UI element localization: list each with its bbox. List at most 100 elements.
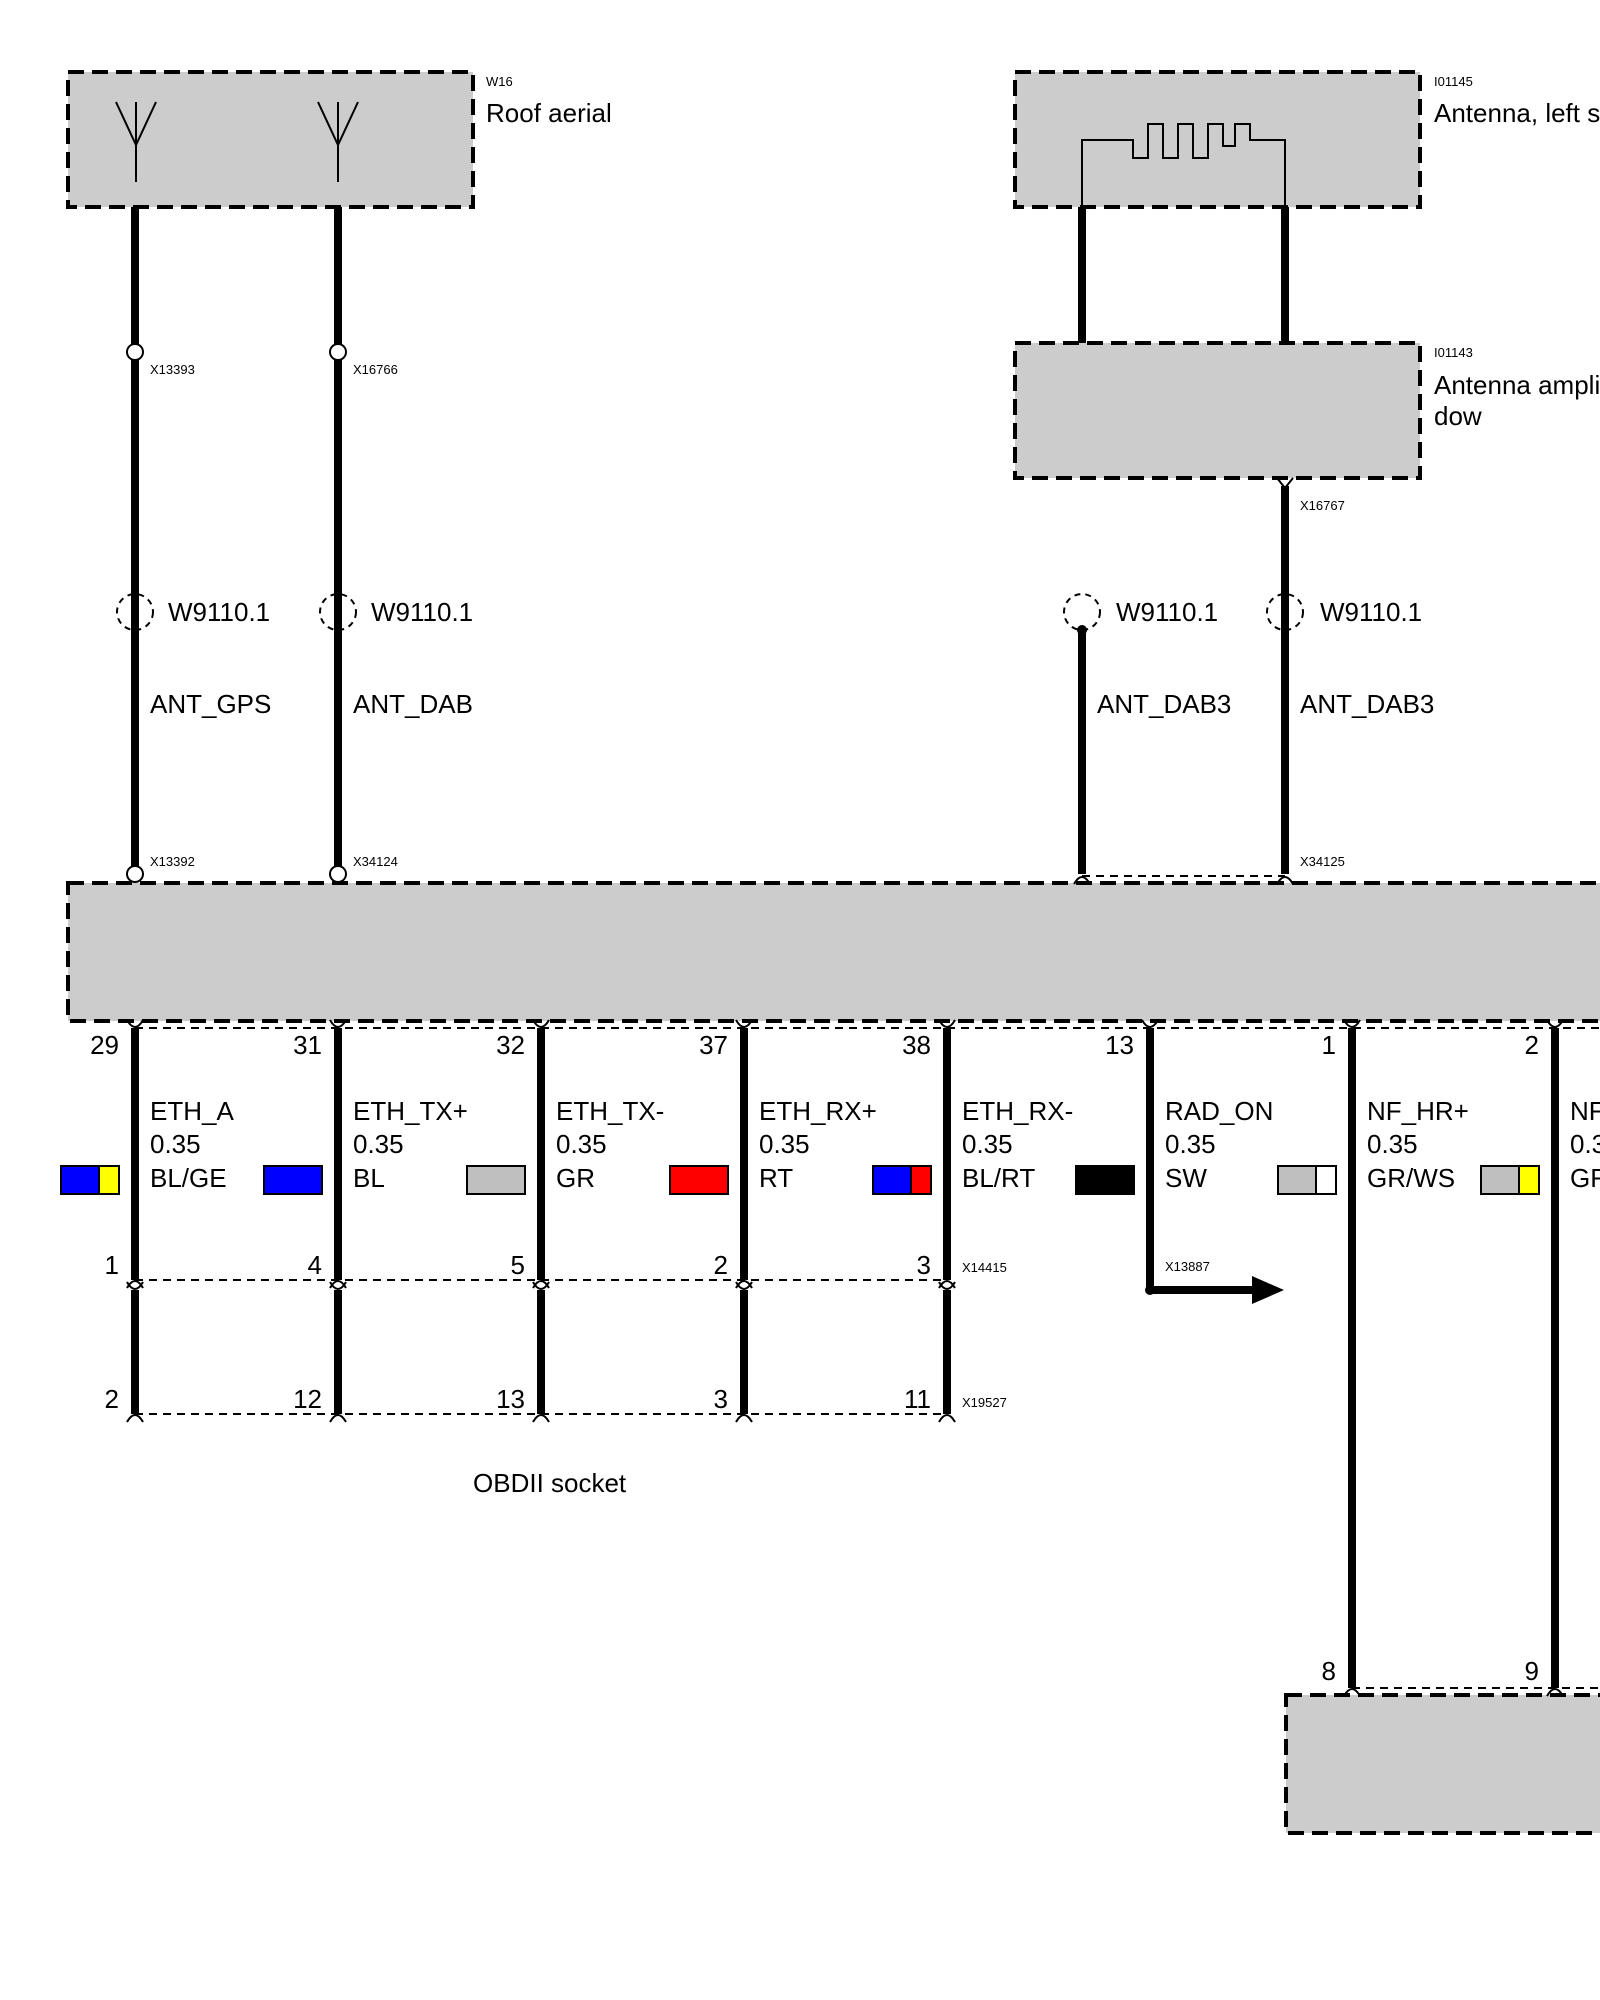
connector-x13887-label: X13887	[1165, 1259, 1210, 1274]
signal-label: ANT_DAB	[353, 689, 473, 719]
wire-color-swatch	[1277, 1165, 1337, 1195]
antenna-amplifier-box[interactable]	[1013, 341, 1422, 480]
arrow-right-icon[interactable]	[1252, 1276, 1284, 1304]
swatch-segment	[1075, 1165, 1135, 1195]
pin-number: 2	[105, 1384, 119, 1414]
lower-unit-box[interactable]	[1284, 1693, 1600, 1835]
connector-pin	[532, 1280, 550, 1289]
wire-cross-section: 0.35	[150, 1129, 201, 1159]
swatch-segment	[1518, 1165, 1540, 1195]
swatch-segment	[98, 1165, 120, 1195]
connector-pin	[329, 1019, 347, 1028]
connector-pin	[532, 1019, 550, 1028]
connector-x13393[interactable]	[126, 343, 144, 361]
pin-number: 1	[1322, 1030, 1336, 1060]
pin-number: 38	[902, 1030, 931, 1060]
connector-pin	[329, 1281, 347, 1290]
wire-cross-section: 0.35	[759, 1129, 810, 1159]
connector-x16766-label: X16766	[353, 362, 398, 377]
wire-signal-name: ETH_A	[150, 1096, 234, 1126]
wire-cross-section: 0.35	[556, 1129, 607, 1159]
swatch-segment	[263, 1165, 323, 1195]
roof-aerial-box[interactable]	[66, 70, 475, 209]
pin-number: 32	[496, 1030, 525, 1060]
pin-number: 1	[105, 1250, 119, 1280]
pin-number: 13	[1105, 1030, 1134, 1060]
swatch-segment	[910, 1165, 932, 1195]
connector-pin	[1343, 1019, 1361, 1028]
antenna-left-name: Antenna, left s	[1434, 98, 1600, 128]
wire-color-code: BL/RT	[962, 1163, 1035, 1193]
wire-color-code: GR/WS	[1367, 1163, 1455, 1193]
wire-signal-name: RAD_ON	[1165, 1096, 1273, 1126]
signal-label: ANT_GPS	[150, 689, 271, 719]
wire-cross-section: 0.3	[1570, 1129, 1600, 1159]
pin-number: 29	[90, 1030, 119, 1060]
wire-signal-name: ETH_TX+	[353, 1096, 468, 1126]
connector-x14415-label: X14415	[962, 1260, 1007, 1275]
pin-number: 13	[496, 1384, 525, 1414]
main-control-unit-box[interactable]	[66, 881, 1600, 1023]
shield-label: W9110.1	[1320, 597, 1422, 627]
wire-color-swatch	[60, 1165, 120, 1195]
pin-number: 9	[1525, 1656, 1539, 1686]
connector-pin	[735, 1414, 753, 1423]
connector-x13392-label: X13392	[150, 854, 195, 869]
wire-cross-section: 0.35	[1367, 1129, 1418, 1159]
connector-pin	[532, 1281, 550, 1290]
wire-color-code: GR	[556, 1163, 595, 1193]
swatch-segment	[1480, 1165, 1520, 1195]
aerial-icon	[317, 101, 359, 182]
wire-color-swatch	[1075, 1165, 1135, 1195]
connector-pin	[126, 1019, 144, 1028]
pin-number: 12	[293, 1384, 322, 1414]
wire-cross-section: 0.35	[353, 1129, 404, 1159]
swatch-segment	[60, 1165, 100, 1195]
connector-x34125-pin	[1073, 876, 1091, 885]
swatch-segment	[1315, 1165, 1337, 1195]
shield-icon	[1266, 593, 1304, 631]
pin-number: 37	[699, 1030, 728, 1060]
wire-cross-section: 0.35	[1165, 1129, 1216, 1159]
connector-pin	[126, 1414, 144, 1423]
pin-number: 11	[904, 1384, 931, 1414]
connector-x34124[interactable]	[329, 865, 347, 883]
connector-pin	[1546, 1688, 1564, 1697]
connector-x34124-label: X34124	[353, 854, 398, 869]
connector-pin	[329, 1280, 347, 1289]
connector-pin	[735, 1019, 753, 1028]
shield-label: W9110.1	[371, 597, 473, 627]
pin-number: 8	[1322, 1656, 1336, 1686]
connector-pin	[938, 1414, 956, 1423]
signal-label: ANT_DAB3	[1097, 689, 1231, 719]
wire-signal-name: ETH_TX-	[556, 1096, 664, 1126]
shield-icon	[116, 593, 154, 631]
pin-number: 5	[511, 1250, 525, 1280]
connector-x19527-label: X19527	[962, 1395, 1007, 1410]
swatch-segment	[669, 1165, 729, 1195]
wire-color-swatch	[263, 1165, 323, 1195]
signal-label: ANT_DAB3	[1300, 689, 1434, 719]
connector-x13392[interactable]	[126, 865, 144, 883]
connector-x16767[interactable]	[1276, 477, 1294, 490]
shield-icon	[1063, 593, 1101, 631]
wire-signal-name: ETH_RX-	[962, 1096, 1073, 1126]
pin-number: 2	[1525, 1030, 1539, 1060]
connector-x13393-label: X13393	[150, 362, 195, 377]
roof-aerial-name: Roof aerial	[486, 98, 612, 128]
wire-color-code: GF	[1570, 1163, 1600, 1193]
connector-x16766[interactable]	[329, 343, 347, 361]
shield-icon	[319, 593, 357, 631]
connector-pin	[1546, 1019, 1564, 1028]
pin-number: 3	[714, 1384, 728, 1414]
obd-socket-label: OBDII socket	[473, 1468, 627, 1498]
antenna-left-box[interactable]	[1013, 70, 1422, 209]
wire-signal-name: NF	[1570, 1096, 1600, 1126]
wire-color-code: BL	[353, 1163, 385, 1193]
wire-signal-name: ETH_RX+	[759, 1096, 877, 1126]
signal-wires: 29ETH_A0.35BL/GE1231ETH_TX+0.35BL41232ET…	[60, 1019, 1600, 1697]
wire-color-swatch	[872, 1165, 932, 1195]
